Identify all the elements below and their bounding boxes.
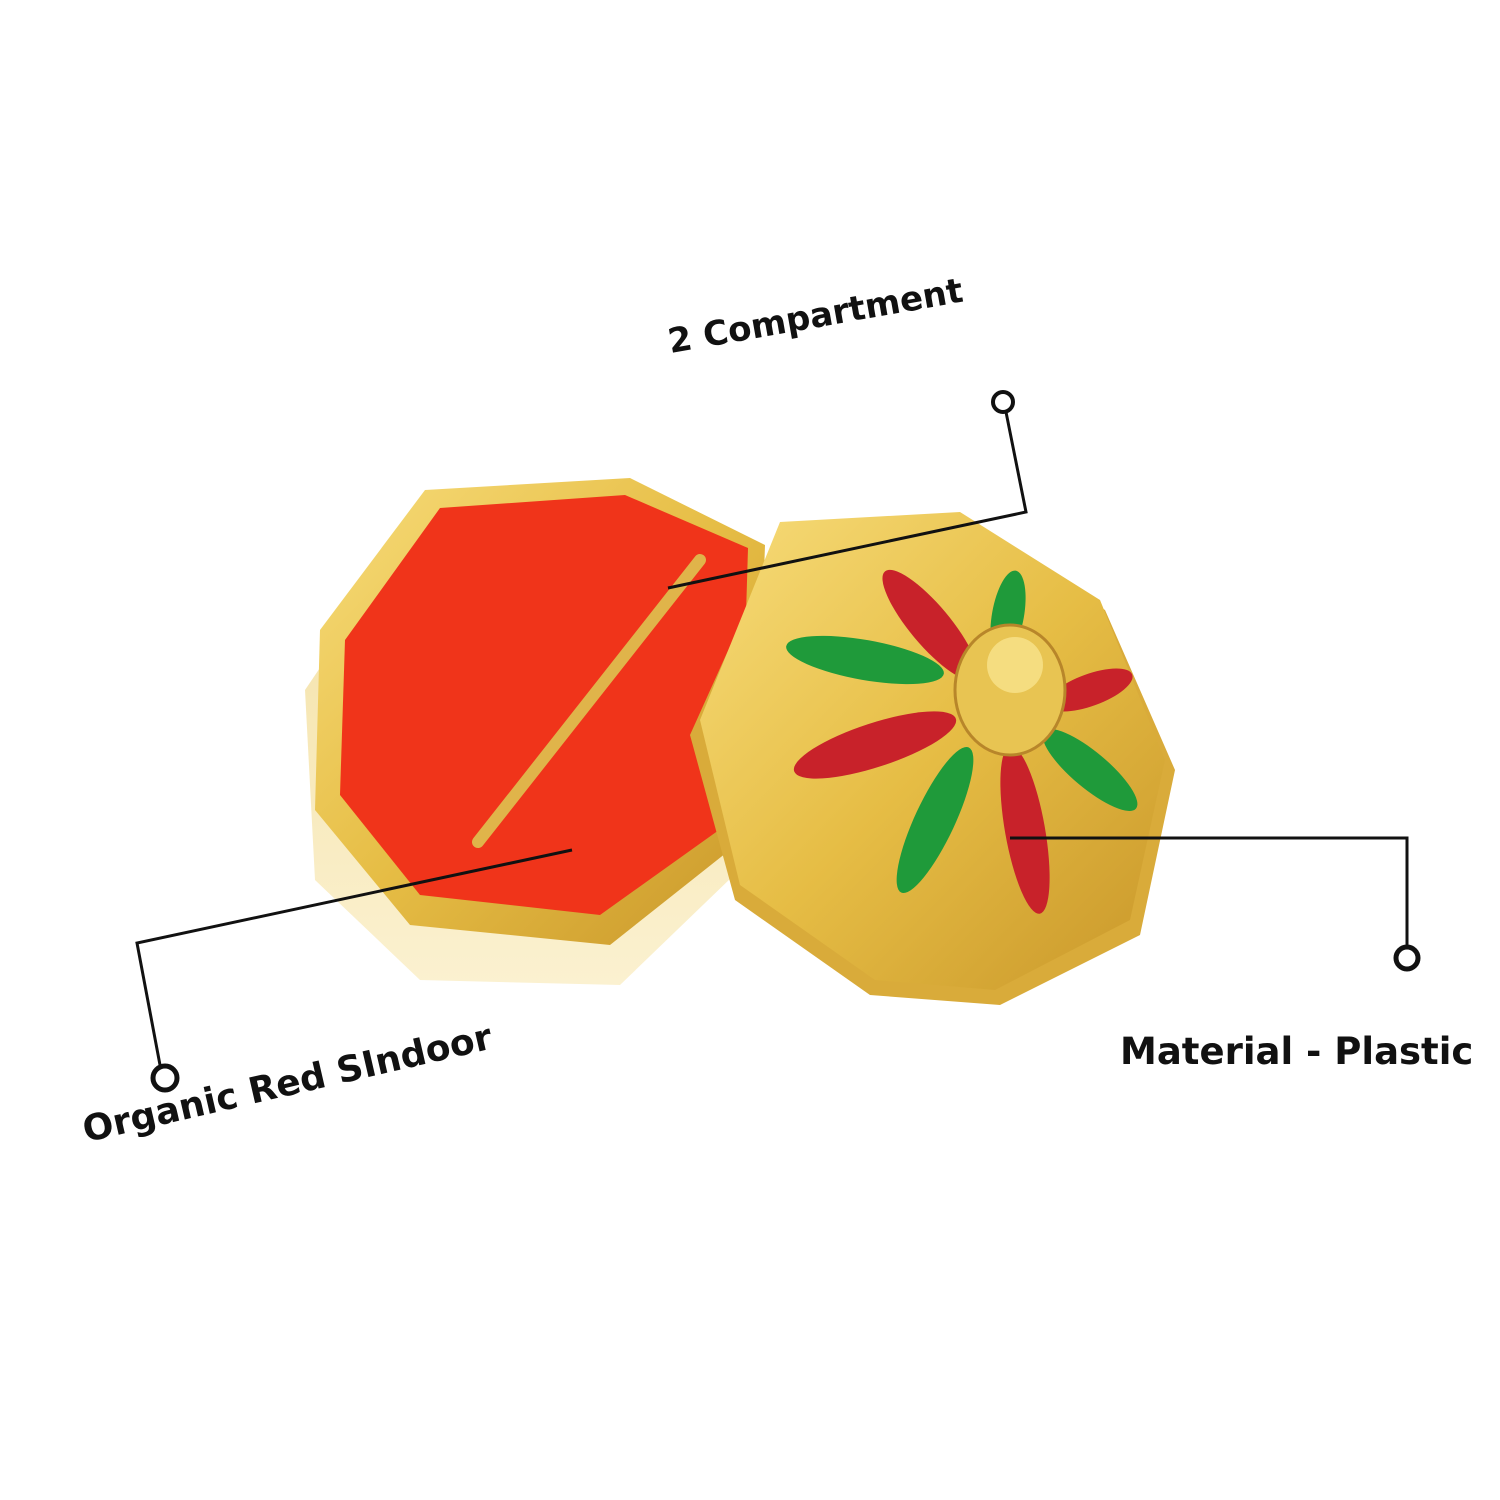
- callout-lines: [135, 411, 1409, 1066]
- callout-label-material: Material - Plastic: [1120, 1030, 1474, 1073]
- callout-dot-compartment: [991, 390, 1015, 414]
- petal: [1047, 668, 1133, 712]
- petal: [882, 569, 978, 681]
- flower-petals: [786, 569, 1138, 914]
- compartment-divider: [472, 554, 706, 848]
- petal: [896, 747, 974, 893]
- callout-dot-sindoor: [150, 1063, 180, 1093]
- petal: [793, 711, 957, 779]
- callout-dot-material: [1393, 944, 1421, 972]
- petal: [1042, 729, 1138, 811]
- red-sindoor-powder: [340, 495, 748, 915]
- petal: [1000, 746, 1050, 914]
- knob-top: [987, 637, 1043, 693]
- petal: [786, 635, 944, 685]
